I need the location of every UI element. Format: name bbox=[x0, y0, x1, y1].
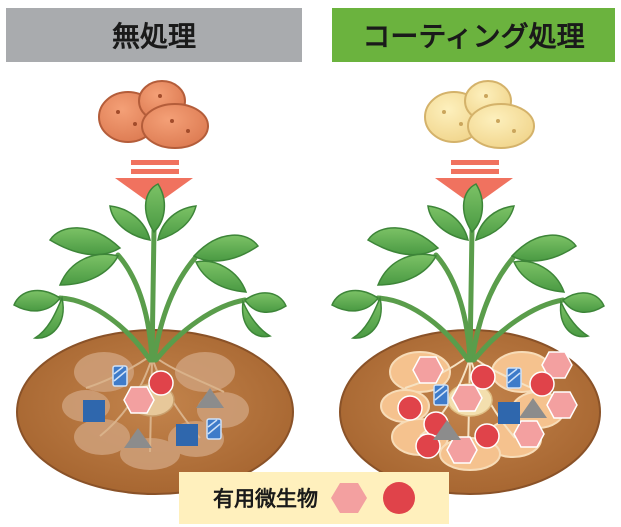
blue-diamond-organism bbox=[433, 384, 449, 406]
pink-hexagon-microbe bbox=[513, 420, 545, 448]
blue-square-organism bbox=[498, 402, 520, 424]
coated-plant bbox=[331, 183, 605, 495]
pink-hexagon-icon bbox=[331, 483, 367, 513]
coated-soil-organisms bbox=[397, 351, 578, 464]
blue-diamond-organism bbox=[206, 418, 222, 440]
blue-diamond-organism bbox=[112, 365, 128, 387]
blue-square-organism bbox=[176, 424, 198, 446]
blue-diamond-organism bbox=[506, 367, 522, 389]
untreated-soil-organisms bbox=[83, 365, 224, 448]
red-circle-microbe bbox=[474, 423, 500, 449]
pink-hexagon-microbe bbox=[446, 436, 478, 464]
pink-hexagon-microbe bbox=[546, 391, 578, 419]
untreated-seed-potatoes bbox=[98, 80, 209, 149]
pink-hexagon-microbe bbox=[412, 356, 444, 384]
pink-hexagon-microbe bbox=[123, 386, 155, 414]
red-circle-icon bbox=[383, 482, 415, 514]
untreated-panel-title: 無処理 bbox=[6, 8, 302, 62]
red-circle-microbe bbox=[397, 395, 423, 421]
red-circle-microbe bbox=[148, 370, 174, 396]
blue-square-organism bbox=[83, 400, 105, 422]
legend-label: 有用微生物 bbox=[213, 487, 318, 511]
untreated-plant bbox=[13, 183, 294, 495]
coated-seed-potatoes bbox=[424, 80, 535, 149]
gray-triangle-organism bbox=[124, 428, 152, 448]
gray-triangle-organism bbox=[196, 388, 224, 408]
gray-triangle-organism bbox=[433, 420, 461, 440]
red-circle-microbe bbox=[470, 364, 496, 390]
coated-panel-title: コーティング処理 bbox=[332, 8, 615, 62]
pink-hexagon-microbe bbox=[451, 384, 483, 412]
gray-triangle-organism bbox=[519, 398, 547, 418]
red-circle-microbe bbox=[529, 371, 555, 397]
legend: 有用微生物 bbox=[179, 472, 449, 524]
